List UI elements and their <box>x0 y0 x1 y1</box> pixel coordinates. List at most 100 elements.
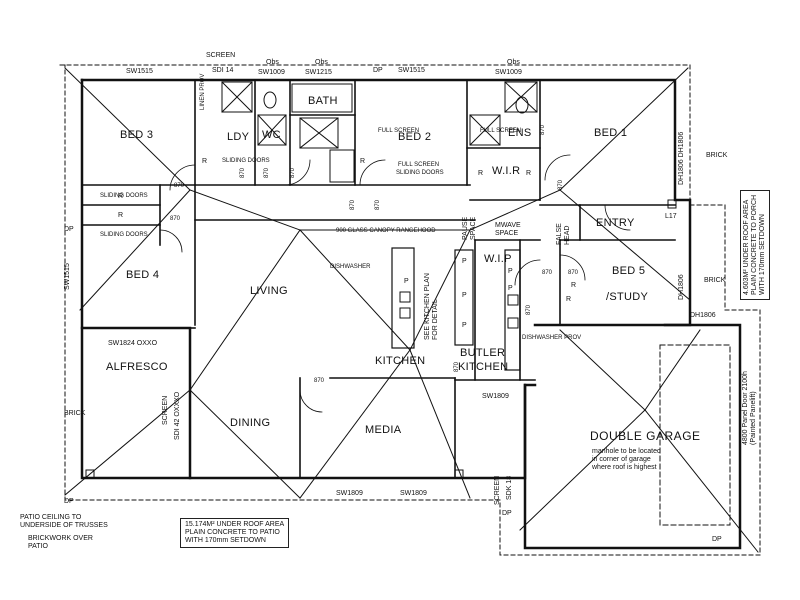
porch-area-note: 4.603M² UNDER ROOF AREA PLAIN CONCRETE T… <box>740 189 771 300</box>
window-label: SW1809 <box>482 393 509 400</box>
fixture-label: SEE KITCHEN PLAN FOR DETAIL <box>424 273 440 340</box>
robe-mark: R <box>566 296 572 303</box>
window-label: BRICK <box>704 277 726 284</box>
fixture-label: MWAVE SPACE <box>495 222 521 238</box>
room-label-entry: ENTRY <box>596 217 635 229</box>
fixture-label: LINEN PROV <box>200 73 206 110</box>
internal-walls <box>81 79 676 479</box>
window-label: SW1009 <box>495 69 522 76</box>
fixture-label: FULL SCREEN <box>398 162 440 168</box>
window-label: SCREEN <box>206 52 236 59</box>
patio-ceiling-note: PATIO CEILING TO UNDERSIDE OF TRUSSES <box>20 514 108 530</box>
room-label-kitchen: KITCHEN <box>375 355 426 367</box>
fixture-label: 4800 Panel Door 2100h (Painted Panelift) <box>742 371 758 445</box>
fixture-label: SLIDING DOORS <box>222 158 270 164</box>
external-walls <box>80 78 742 550</box>
pantry-mark: P <box>508 285 513 292</box>
room-label-bed3: BED 3 <box>120 129 154 141</box>
door-width: 870 <box>526 304 532 315</box>
room-label-bath: BATH <box>308 95 338 107</box>
fixture-label: 900 GLASS CANOPY RANGEHOOD <box>336 228 436 234</box>
room-label-alfresco: ALFRESCO <box>106 361 168 373</box>
window-label: SDI 14 <box>212 67 234 74</box>
pantry-mark: P <box>404 278 409 285</box>
window-label: L17 <box>665 213 677 220</box>
pantry-mark: P <box>462 322 467 329</box>
room-label-double-garage: DOUBLE GARAGE <box>590 429 701 443</box>
window-label: SDI 42 OXXXO <box>174 391 181 440</box>
roof-hip-lines <box>64 67 759 553</box>
door-width: 870 <box>240 167 246 178</box>
door-width: 870 <box>454 361 460 372</box>
room-label-butlers-kitchen: KITCHEN <box>458 361 509 373</box>
window-label: SW1809 <box>336 490 363 497</box>
door-width: 870 <box>558 179 564 190</box>
fixture-label: manhole to be located in corner of garag… <box>592 448 661 472</box>
fixture-label: SLIDING DOORS <box>396 170 444 176</box>
window-label: SW1515 <box>398 67 425 74</box>
window-label: SW1515 <box>126 68 153 75</box>
room-label-bed1: BED 1 <box>594 127 628 139</box>
fixture-label: DISHWASHER <box>330 264 371 270</box>
roof-eave-line <box>59 64 761 556</box>
posts <box>85 199 677 479</box>
pantry-mark: P <box>462 292 467 299</box>
room-label-bed5: BED 5 <box>612 265 646 277</box>
pantry-mark: P <box>462 258 467 265</box>
door-width: 870 <box>542 270 553 276</box>
room-label-dining: DINING <box>230 417 271 429</box>
door-width: 870 <box>290 167 296 178</box>
robe-mark: R <box>202 158 208 165</box>
window-label: DH1806 DH1806 <box>678 131 685 185</box>
pantry-mark: P <box>508 268 513 275</box>
room-label-laundry: LDY <box>227 131 250 143</box>
window-label: DP <box>373 67 383 74</box>
window-label: SCREEN <box>494 475 501 505</box>
robe-mark: R <box>478 170 484 177</box>
window-label: BRICK <box>706 152 728 159</box>
window-label: SW1515 <box>64 263 71 290</box>
fixture-label: SLIDING DOORS <box>100 193 148 199</box>
fixture-label: DISHWASHER PROV <box>522 335 582 341</box>
room-label-media: MEDIA <box>365 424 402 436</box>
door-width: 870 <box>350 199 356 210</box>
window-label: DP <box>712 536 722 543</box>
robe-mark: R <box>360 158 366 165</box>
kitchen-benches <box>391 247 521 371</box>
window-label: BRICK <box>64 410 86 417</box>
room-label-wir: W.I.R <box>492 165 521 177</box>
room-label-ensuite: ENS <box>508 127 532 139</box>
room-label-bed4: BED 4 <box>126 269 160 281</box>
window-label: SW1009 <box>258 69 285 76</box>
window-label: DH1806 <box>678 274 685 300</box>
fixture-label: PAUSE SPACE <box>462 216 478 240</box>
robe-mark: R <box>118 193 124 200</box>
window-label: DP <box>64 226 74 233</box>
door-width: 870 <box>568 270 579 276</box>
sanitary-fixtures <box>221 81 538 329</box>
room-label-wc: WC <box>262 129 281 141</box>
door-width: 870 <box>174 183 185 189</box>
window-label: DP <box>502 510 512 517</box>
window-label: DH1806 <box>690 312 716 319</box>
window-label: SW1824 OXXO <box>108 340 158 347</box>
window-label: Obs <box>266 59 279 66</box>
door-width: 870 <box>264 167 270 178</box>
door-width: 870 <box>314 378 325 384</box>
robe-mark: R <box>571 282 577 289</box>
fixture-label: SLIDING DOORS <box>100 232 148 238</box>
window-label: DP <box>64 498 74 505</box>
window-label: SW1215 <box>305 69 332 76</box>
fixture-label: FULL SCREEN <box>378 128 420 134</box>
fixture-label: FULL SCREEN <box>480 128 522 134</box>
door-width: 870 <box>540 124 546 135</box>
door-swings <box>159 154 631 413</box>
door-width: 870 <box>170 216 181 222</box>
room-label-butlers: BUTLER <box>460 347 506 359</box>
window-label: SCREEN <box>162 395 169 425</box>
window-label: SW1809 <box>400 490 427 497</box>
robe-mark: R <box>118 212 124 219</box>
room-label-bed2: BED 2 <box>398 131 432 143</box>
window-label: Obs <box>315 59 328 66</box>
